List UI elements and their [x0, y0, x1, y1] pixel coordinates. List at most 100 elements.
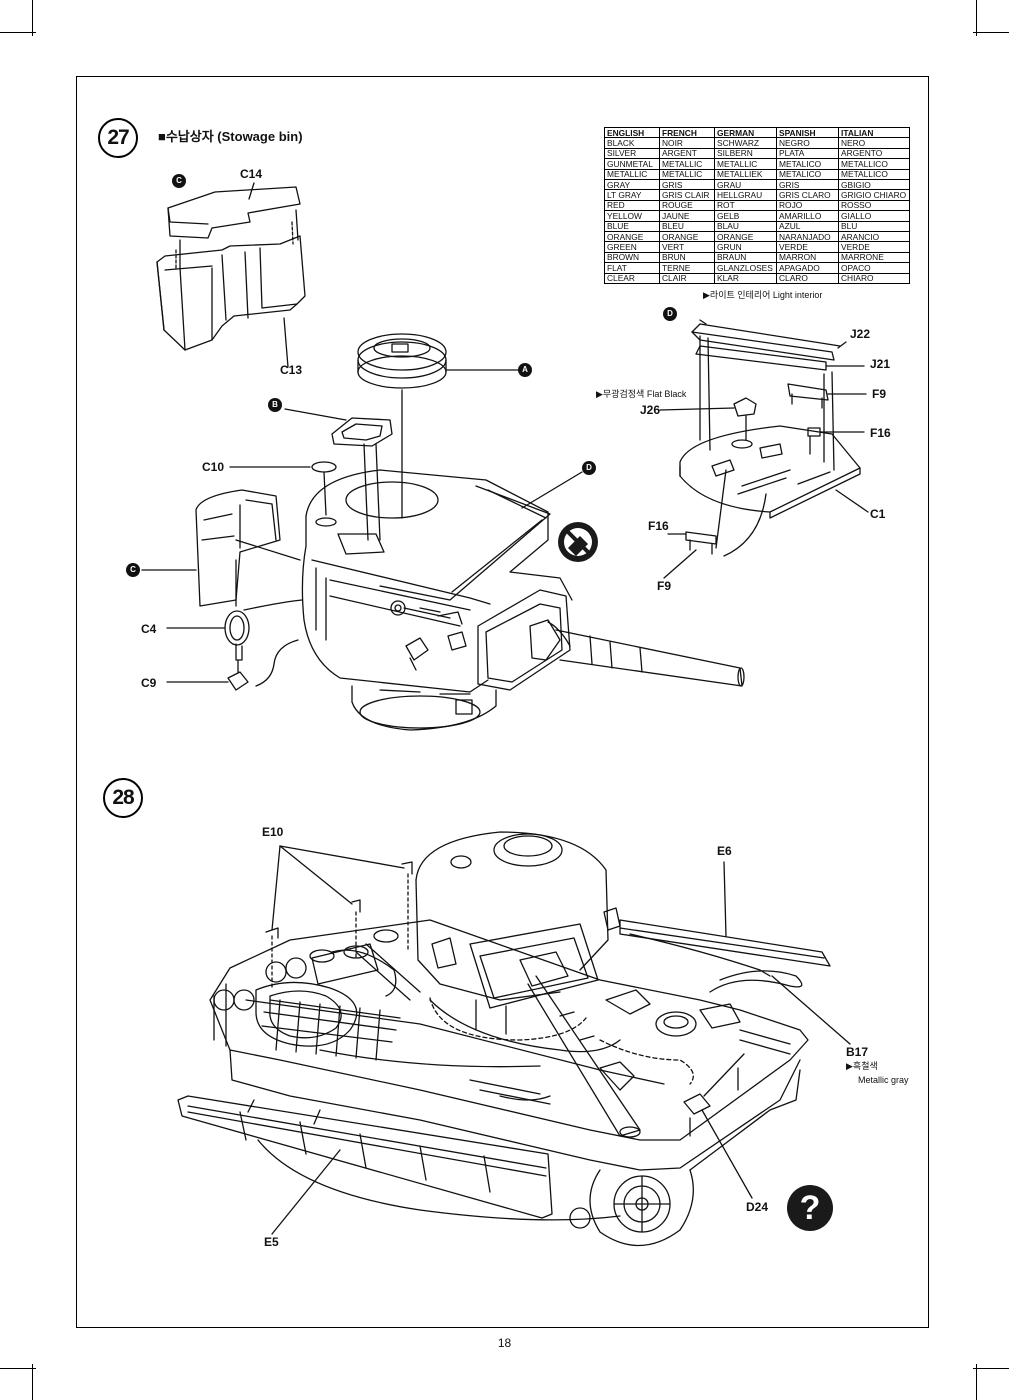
- table-cell: APAGADO: [776, 262, 839, 274]
- part-label-c1: C1: [870, 507, 886, 521]
- part-label-c14: C14: [240, 167, 263, 181]
- crop-mark: [976, 1364, 977, 1400]
- part-label-c13: C13: [280, 363, 303, 377]
- part-label-f16: F16: [648, 519, 669, 533]
- leader-line: [375, 443, 381, 541]
- marker-c: C: [126, 563, 140, 577]
- table-cell: AMARILLO: [776, 210, 839, 222]
- leader-line: [323, 471, 327, 516]
- note-light-interior: ▶라이트 인테리어 Light interior: [703, 290, 823, 300]
- table-cell: METALICO: [776, 158, 839, 170]
- table-cell: GLANZLOSES: [714, 262, 777, 274]
- table-cell: METALLICO: [838, 158, 910, 170]
- hatch-a-drawing: [357, 333, 447, 389]
- step-28-number: 28: [103, 778, 143, 818]
- turret-drawing: [301, 469, 745, 731]
- table-cell: CLARO: [776, 272, 839, 285]
- page-frame: [76, 76, 929, 1328]
- paint-bottle-icon: [126, 872, 164, 910]
- table-header: ITALIAN: [838, 126, 910, 139]
- table-cell: ORANGE: [604, 231, 660, 243]
- table-cell: GRAY: [604, 179, 660, 191]
- table-cell: VERDE: [838, 241, 910, 253]
- table-cell: VERT: [659, 241, 715, 253]
- part-label-e6: E6: [717, 844, 732, 858]
- part-label-f9: F9: [872, 387, 887, 401]
- table-cell: NEGRO: [776, 137, 839, 149]
- table-cell: METALLIC: [604, 168, 660, 181]
- leader-line: [837, 341, 847, 349]
- table-cell: ARANCIO: [838, 231, 910, 243]
- stowage-bin-c-drawing: [195, 489, 281, 607]
- leader-line: [271, 845, 281, 931]
- table-cell: GREEN: [604, 241, 660, 253]
- part-label-b17: B17: [846, 1045, 869, 1059]
- table-cell: METALLIC: [659, 158, 715, 170]
- table-cell: MARRONE: [838, 251, 910, 264]
- note-metalic-gray-ko: ▶흑철색: [846, 1061, 878, 1071]
- crop-mark: [32, 1364, 33, 1400]
- paint-bottle-icon: [594, 294, 632, 332]
- table-cell: ARGENTO: [838, 147, 910, 160]
- part-label-j26: J26: [640, 403, 661, 417]
- no-glue-icon-drawing: [558, 522, 598, 562]
- part-label-c4: C4: [141, 622, 157, 636]
- part-label-j22: J22: [850, 327, 871, 341]
- part-label-c9: C9: [141, 676, 157, 690]
- table-cell: BRUN: [659, 251, 715, 264]
- crop-mark: [0, 32, 36, 33]
- part-label-e5: E5: [264, 1235, 279, 1249]
- table-cell: BLU: [838, 220, 910, 233]
- table-cell: SILVER: [604, 147, 660, 160]
- turret-floor-drawing: [659, 319, 869, 579]
- table-header-row: ENGLISH FRENCH GERMAN SPANISH ITALIAN: [604, 126, 910, 139]
- table-cell: SILBERN: [714, 147, 777, 160]
- table-cell: BLUE: [604, 220, 660, 233]
- table-header: SPANISH: [776, 126, 839, 139]
- leader-line: [659, 407, 735, 411]
- crop-mark: [0, 1368, 36, 1369]
- page-number: 18: [497, 1336, 512, 1350]
- table-cell: NOIR: [659, 137, 715, 149]
- crop-mark: [32, 0, 33, 36]
- table-cell: CLEAR: [604, 272, 660, 285]
- marker-c: C: [172, 174, 186, 188]
- table-cell: ROJO: [776, 199, 839, 212]
- hatch-b-drawing: [331, 417, 393, 447]
- step-27-number: 27: [98, 118, 138, 158]
- leader-line: [255, 639, 299, 687]
- part-label-f9: F9: [657, 579, 672, 593]
- c10-periscope: [311, 461, 337, 473]
- leader-line: [701, 1109, 753, 1199]
- leader-line: [363, 443, 369, 541]
- table-cell: METALLIC: [714, 158, 777, 170]
- table-cell: ARGENT: [659, 147, 715, 160]
- crop-mark: [976, 0, 977, 36]
- question-icon: ?: [787, 1185, 833, 1231]
- part-label-j21: J21: [870, 357, 891, 371]
- table-cell: TERNE: [659, 262, 715, 274]
- color-reference-table: ENGLISH FRENCH GERMAN SPANISH ITALIAN BL…: [604, 126, 910, 285]
- leader-line: [715, 469, 727, 549]
- table-cell: FLAT: [604, 262, 660, 274]
- no-glue-icon: [558, 522, 598, 562]
- table-cell: KLAR: [714, 272, 777, 285]
- d24-part: [683, 1093, 711, 1115]
- table-header: FRENCH: [659, 126, 715, 139]
- table-cell: OPACO: [838, 262, 910, 274]
- leader-line: [771, 975, 851, 1045]
- table-cell: METALLIC: [659, 168, 715, 181]
- step-27-title: ■수납상자 (Stowage bin): [158, 129, 303, 144]
- table-cell: JAUNE: [659, 210, 715, 222]
- table-cell: GIALLO: [838, 210, 910, 222]
- leader-line: [243, 599, 303, 611]
